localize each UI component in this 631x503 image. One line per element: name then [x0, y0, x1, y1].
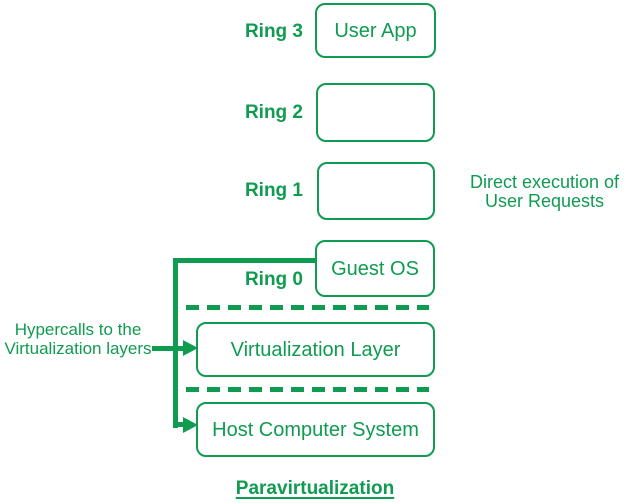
- ring-0-label: Ring 0: [244, 269, 303, 290]
- arrow-icon-host-system: [183, 417, 198, 433]
- connector-vertical-line: [173, 258, 178, 428]
- ring-2-box: [316, 83, 435, 142]
- virtualization-layer-box: Virtualization Layer: [196, 322, 435, 377]
- host-computer-system-box: Host Computer System: [196, 402, 435, 457]
- ring-3-label: Ring 3: [244, 21, 303, 42]
- diagram-title: Paravirtualization: [235, 478, 395, 499]
- dashed-separator-virtualization: [186, 387, 429, 392]
- direct-execution-note: Direct execution of User Requests: [458, 173, 631, 211]
- hypercalls-note-line2: Virtualization layers: [4, 339, 152, 358]
- guest-os-box: Guest OS: [315, 240, 435, 297]
- user-app-box: User App: [315, 3, 436, 58]
- arrow-shaft-virtualization-layer: [152, 346, 184, 351]
- ring-1-label: Ring 1: [244, 180, 303, 201]
- hypercalls-note-line1: Hypercalls to the: [14, 320, 142, 339]
- connector-top-horizontal-line: [173, 258, 317, 263]
- ring-1-box: [317, 162, 435, 220]
- arrow-shaft-host-system: [173, 422, 184, 427]
- arrow-icon-virtualization-layer: [183, 340, 198, 356]
- direct-execution-note-line2: User Requests: [484, 191, 605, 211]
- direct-execution-note-line1: Direct execution of: [469, 172, 620, 192]
- hypercalls-note: Hypercalls to the Virtualization layers: [0, 320, 156, 358]
- dashed-separator-ring0: [186, 305, 429, 310]
- ring-2-label: Ring 2: [244, 102, 303, 123]
